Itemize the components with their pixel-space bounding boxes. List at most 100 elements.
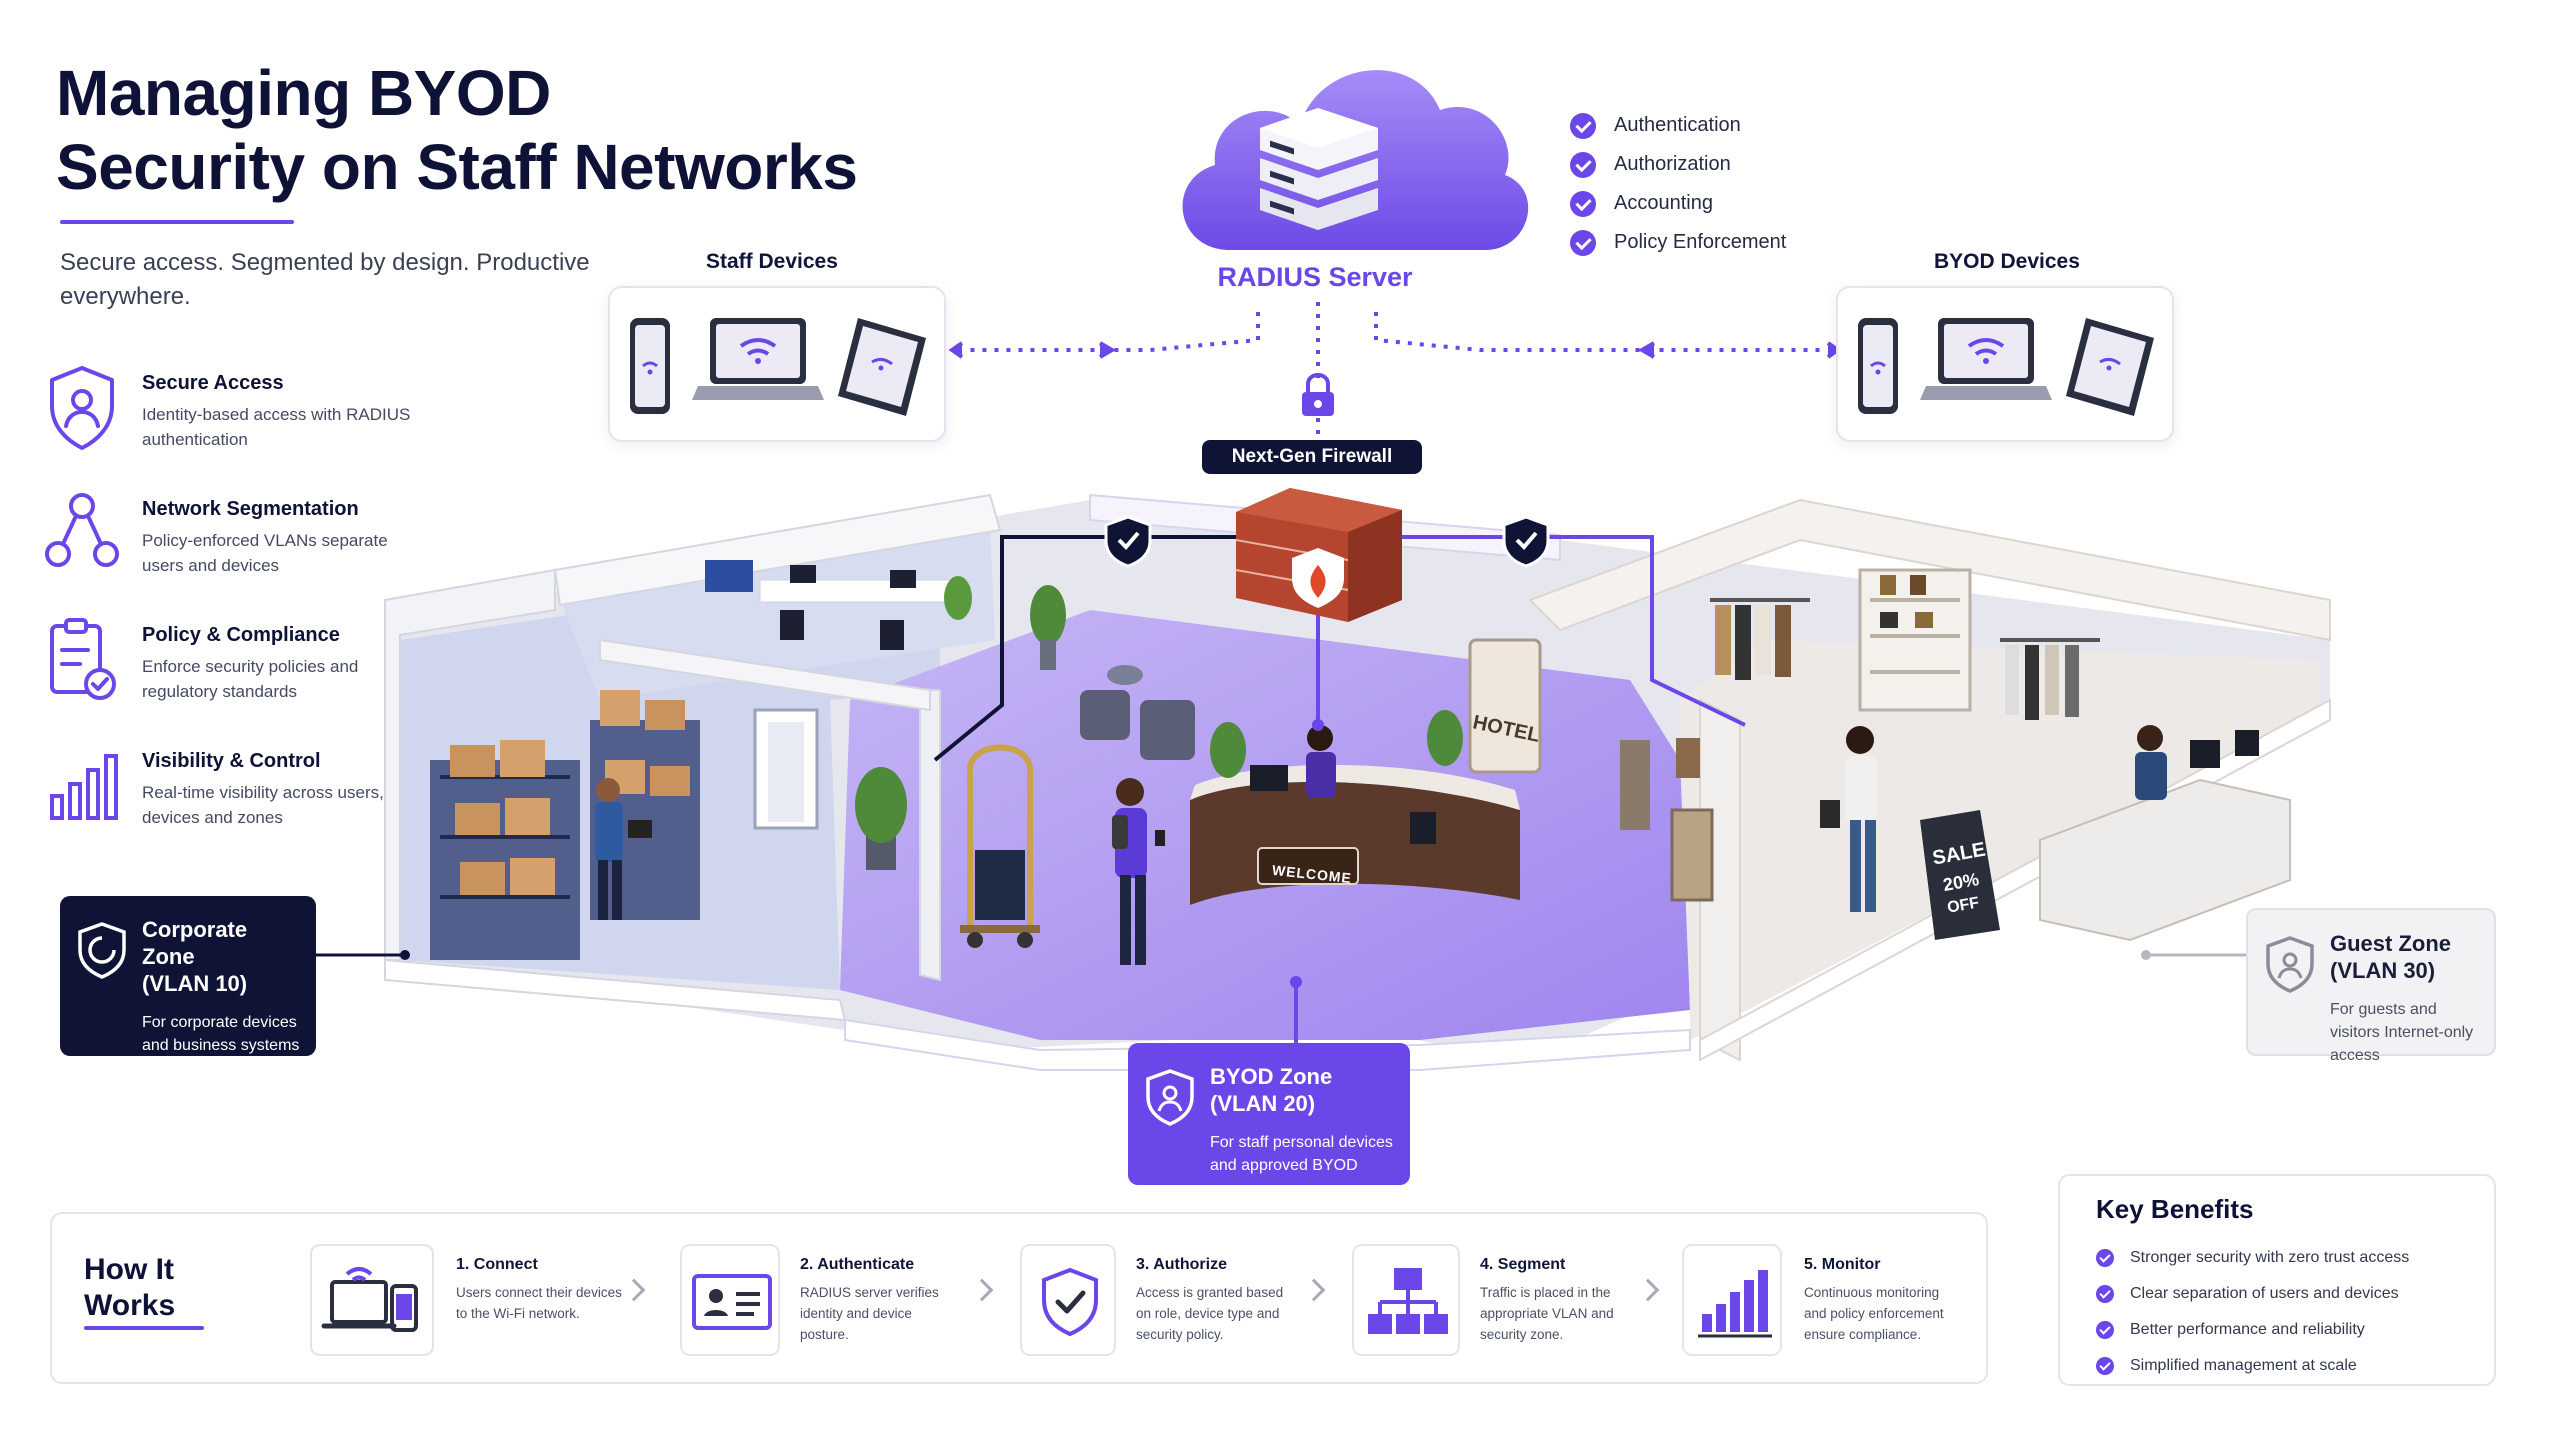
shield-icon — [78, 922, 126, 979]
guest-zone-label: Guest Zone (VLAN 30) For guests and visi… — [2246, 908, 2496, 1064]
zone-title-2: (VLAN 20) — [1210, 1091, 1316, 1116]
zone-title-1: Corporate Zone — [142, 917, 248, 969]
step-title: 2. Authenticate — [800, 1256, 915, 1273]
check-circle-icon — [2096, 1249, 2114, 1267]
feature-desc: Identity-based access with RADIUS authen… — [142, 405, 411, 449]
sale-sign-text-3: OFF — [1946, 894, 1981, 916]
feature-title: Secure Access — [142, 372, 284, 394]
benefit-item: Simplified management at scale — [2096, 1348, 2409, 1384]
page-title-line-1: Managing BYOD — [56, 57, 551, 129]
radius-function-item: Policy Enforcement — [1570, 223, 1786, 262]
radius-function-item: Accounting — [1570, 184, 1786, 223]
zone-title-1: Guest Zone — [2330, 931, 2452, 956]
feature-network-segmentation: Network Segmentation Policy-enforced VLA… — [44, 488, 464, 598]
check-circle-icon — [2096, 1321, 2114, 1339]
step-title: 4. Segment — [1480, 1256, 1566, 1273]
radius-function-list: Authentication Authorization Accounting … — [1570, 106, 1786, 262]
radius-to-byod-link — [1374, 312, 1820, 352]
corporate-room-furniture — [430, 560, 972, 960]
laptop-icon — [1920, 318, 2052, 400]
shield-check-badge-left — [1104, 515, 1152, 568]
check-circle-icon — [1570, 190, 1596, 217]
page-subtitle: Secure access. Segmented by design. Prod… — [60, 249, 590, 310]
check-circle-icon — [2096, 1357, 2114, 1375]
chevron-right-icon — [1636, 1278, 1660, 1302]
bar-chart-icon — [50, 754, 118, 820]
page-title: Managing BYOD Security on Staff Networks — [56, 56, 956, 204]
chevron-right-icon — [1302, 1278, 1326, 1302]
corporate-zone-label: Corporate Zone (VLAN 10) For corporate d… — [60, 896, 316, 1056]
zone-desc: For staff personal devices and approved … — [1210, 1134, 1393, 1174]
how-it-works-panel: How It Works 1. Connect Users connect th… — [50, 1212, 1988, 1384]
zone-title-2: (VLAN 30) — [2330, 958, 2436, 983]
key-benefits-panel: Key Benefits Stronger security with zero… — [2058, 1174, 2496, 1386]
feature-title: Network Segmentation — [142, 498, 359, 520]
feature-desc: Enforce security policies and regulatory… — [142, 657, 359, 701]
feature-policy-compliance: Policy & Compliance Enforce security pol… — [44, 614, 464, 724]
shield-check-badge-right — [1502, 515, 1550, 568]
check-circle-icon — [1570, 229, 1596, 256]
guest-room-furniture: SALE 20% OFF — [1620, 568, 2291, 942]
how-it-works-title: How It Works — [84, 1253, 176, 1322]
benefit-item: Clear separation of users and devices — [2096, 1276, 2409, 1312]
lock-icon — [1302, 373, 1334, 416]
byod-room-furniture: HOTEL — [960, 585, 1542, 965]
check-circle-icon — [1570, 112, 1596, 139]
bar-chart-icon — [1698, 1270, 1772, 1338]
shield-user-icon — [50, 366, 114, 450]
phone-icon — [1858, 318, 1898, 414]
server-icon — [1260, 108, 1378, 230]
network-nodes-icon — [45, 493, 119, 567]
radius-to-staff-link — [965, 312, 1260, 352]
byod-zone-label: BYOD Zone (VLAN 20) For staff personal d… — [1128, 1043, 1410, 1185]
step-desc: Traffic is placed in the appropriate VLA… — [1480, 1285, 1614, 1342]
radius-server-label: RADIUS Server — [1217, 262, 1413, 292]
step-title: 3. Authorize — [1136, 1256, 1227, 1273]
step-desc: Users connect their devices to the Wi-Fi… — [456, 1285, 622, 1321]
check-circle-icon — [2096, 1285, 2114, 1303]
shield-user-icon — [2266, 936, 2314, 993]
benefit-item: Better performance and reliability — [2096, 1312, 2409, 1348]
zone-title-2: (VLAN 10) — [142, 971, 248, 996]
check-circle-icon — [1570, 151, 1596, 178]
zone-desc: For corporate devices and business syste… — [142, 1014, 300, 1054]
step-title: 5. Monitor — [1804, 1256, 1881, 1273]
radius-function-item: Authentication — [1570, 106, 1786, 145]
staff-devices-title: Staff Devices — [706, 250, 838, 273]
phone-icon — [630, 318, 670, 414]
zone-desc: For guests and visitors Internet-only ac… — [2330, 1001, 2474, 1064]
id-card-icon — [692, 1274, 772, 1330]
how-it-works-underline — [84, 1326, 204, 1330]
chevron-right-icon — [970, 1278, 994, 1302]
step-desc: RADIUS server verifies identity and devi… — [800, 1285, 939, 1342]
key-benefits-title: Key Benefits — [2096, 1194, 2254, 1224]
key-benefits-list: Stronger security with zero trust access… — [2096, 1240, 2409, 1384]
clipboard-check-icon — [50, 618, 116, 700]
feature-title: Visibility & Control — [142, 750, 321, 772]
shield-user-icon — [1146, 1069, 1194, 1126]
benefit-item: Stronger security with zero trust access — [2096, 1240, 2409, 1276]
radius-cloud-icon — [1182, 70, 1529, 250]
step-desc: Continuous monitoring and policy enforce… — [1804, 1285, 1944, 1342]
laptop-icon — [692, 318, 824, 400]
feature-desc: Policy-enforced VLANs separate users and… — [142, 531, 388, 575]
feature-title: Policy & Compliance — [142, 624, 340, 646]
hierarchy-icon — [1368, 1268, 1448, 1334]
firewall-label: Next-Gen Firewall — [1202, 440, 1422, 474]
tablet-icon — [2066, 318, 2154, 416]
byod-devices-title: BYOD Devices — [1934, 250, 2080, 273]
firewall-icon — [1235, 488, 1402, 622]
staff-devices-card — [608, 286, 946, 442]
feature-desc: Real-time visibility across users, devic… — [142, 783, 384, 827]
tablet-icon — [838, 318, 926, 416]
feature-visibility-control: Visibility & Control Real-time visibilit… — [44, 740, 464, 850]
feature-secure-access: Secure Access Identity-based access with… — [44, 362, 464, 472]
radius-function-item: Authorization — [1570, 145, 1786, 184]
step-desc: Access is granted based on role, device … — [1136, 1285, 1284, 1342]
title-underline — [60, 220, 294, 224]
step-title: 1. Connect — [456, 1256, 538, 1273]
devices-icon — [321, 1267, 418, 1332]
zone-title-1: BYOD Zone — [1210, 1064, 1333, 1089]
byod-devices-card — [1836, 286, 2174, 442]
